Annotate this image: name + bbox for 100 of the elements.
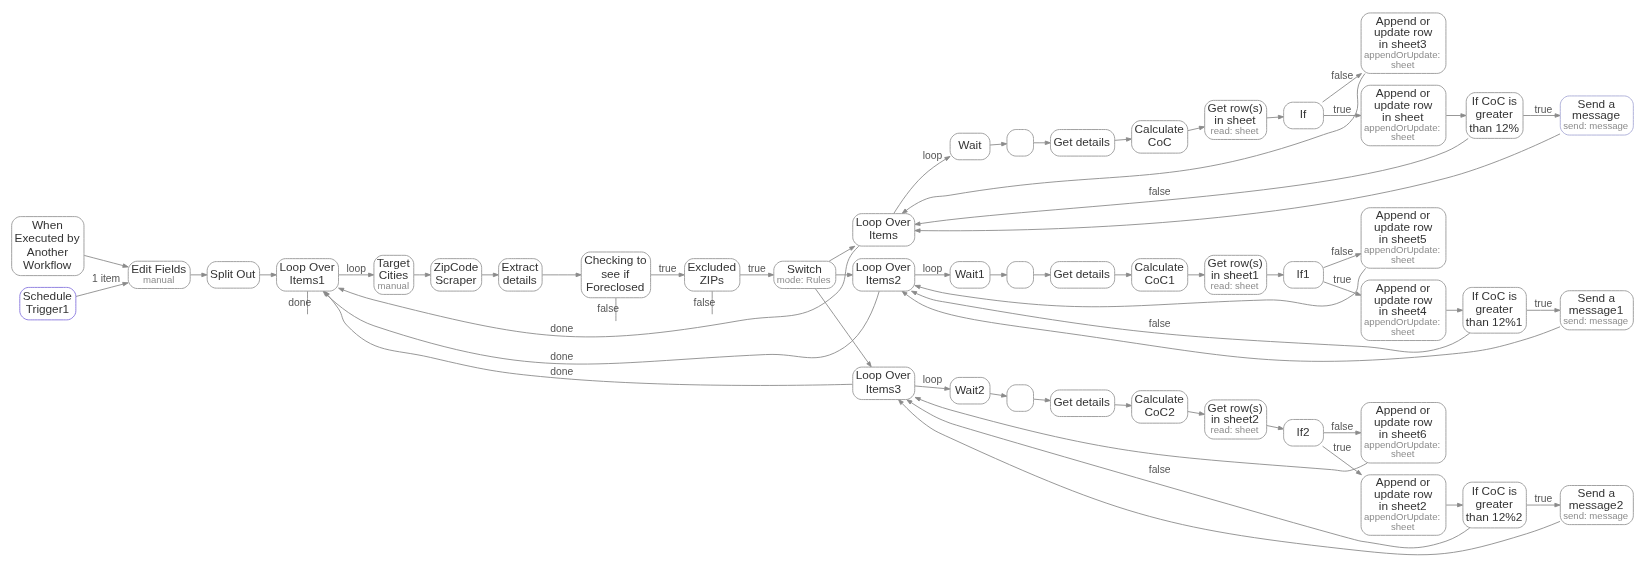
node-box: Append or update row in sheet3 appendOrUpdate: sheet xyxy=(1360,11,1447,74)
arrow xyxy=(1187,410,1206,416)
edge-label: true xyxy=(658,262,677,274)
node-box: Loop Over Items2 xyxy=(852,257,916,292)
node-box: Schedule Trigger1 xyxy=(19,286,77,320)
node-box xyxy=(1006,260,1034,289)
node-box: Append or update row in sheet appendOrUpdate: sheet xyxy=(1360,84,1447,146)
arrow xyxy=(1445,307,1464,313)
arrow xyxy=(1266,424,1285,430)
node-box: Excluded ZIPs xyxy=(684,257,741,292)
arrow xyxy=(1266,272,1285,277)
node-box: If2 xyxy=(1283,418,1324,446)
node-box: Append or update row in sheet6 appendOrUpdate: sheet xyxy=(1360,401,1447,463)
arrow xyxy=(989,141,1008,146)
arrow xyxy=(1266,114,1285,119)
arrow xyxy=(541,272,582,277)
edge-label: false xyxy=(1148,185,1171,197)
arrow xyxy=(901,290,1561,362)
node-box: Append or update row in sheet5 appendOrUpdate: sheet xyxy=(1360,206,1447,269)
node-box: ZipCode Scraper xyxy=(430,257,483,292)
node-box xyxy=(1006,128,1034,157)
node-box: Loop Over Items1 xyxy=(276,257,339,292)
arrow xyxy=(739,272,775,277)
edge-label: true xyxy=(1333,103,1352,115)
node-box: When Executed by Another Workflow xyxy=(11,215,85,276)
connector xyxy=(307,290,308,315)
node-box: Extract details xyxy=(498,257,543,292)
edge-label: done xyxy=(550,350,574,362)
arrow xyxy=(835,272,854,277)
arrow xyxy=(1525,502,1561,507)
arrow xyxy=(1114,272,1133,277)
arrow xyxy=(1033,397,1051,402)
edge-label: false xyxy=(1148,463,1171,475)
node-box: Get details xyxy=(1050,128,1116,157)
edge-label: loop xyxy=(346,262,366,274)
arrow xyxy=(989,392,1008,398)
arrow xyxy=(650,272,685,277)
arrow xyxy=(1322,72,1362,103)
arrow xyxy=(901,72,1366,214)
node-box: Send a message2 send: message xyxy=(1559,484,1634,525)
node-box: Calculate CoC1 xyxy=(1131,257,1189,292)
arrow xyxy=(893,155,951,214)
node-box: Calculate CoC xyxy=(1131,119,1189,154)
node-box: If CoC is greater than 12%2 xyxy=(1462,481,1527,528)
arrow xyxy=(413,272,431,277)
edge-label: false xyxy=(1148,317,1171,329)
node-box: Edit Fields manual xyxy=(127,260,191,289)
arrow xyxy=(814,287,872,367)
node-box: Loop Over Items3 xyxy=(852,366,916,400)
node-box: Append or update row in sheet4 appendOrUpdate: sheet xyxy=(1360,279,1447,341)
arrow xyxy=(189,272,208,277)
arrow xyxy=(1033,140,1051,145)
arrow xyxy=(1187,272,1206,277)
edge-label: false xyxy=(1331,245,1354,257)
edge-label: loop xyxy=(922,149,943,161)
node-box: If xyxy=(1283,101,1324,129)
arrow xyxy=(338,245,860,337)
arrow xyxy=(914,137,1469,226)
node-box: Split Out xyxy=(206,260,261,289)
node-box: Checking to see if Foreclosed xyxy=(580,251,652,298)
node-box: Wait xyxy=(949,132,991,160)
arrow xyxy=(1323,112,1362,118)
edge-label: true xyxy=(1534,492,1553,504)
connector xyxy=(615,296,617,321)
arrow xyxy=(75,281,129,297)
arrow xyxy=(1187,125,1206,131)
node-box: Wait2 xyxy=(949,376,991,404)
edge-label: true xyxy=(1333,273,1352,285)
node-box: Get details xyxy=(1050,388,1116,417)
arrow xyxy=(83,254,129,268)
arrow xyxy=(914,385,951,391)
edge-label: true xyxy=(747,262,766,274)
node-box: Loop Over Items xyxy=(852,212,916,247)
edge-label: done xyxy=(550,322,574,334)
node-box: Append or update row in sheet2 appendOrUpdate: sheet xyxy=(1360,473,1447,536)
node-box: If CoC is greater than 12%1 xyxy=(1462,286,1527,334)
edge-label: true xyxy=(1534,103,1553,115)
arrow xyxy=(481,272,499,277)
arrow xyxy=(828,245,856,262)
node-box: Send a message send: message xyxy=(1559,94,1634,136)
node-box: Calculate CoC2 xyxy=(1131,389,1189,424)
edge-label: done xyxy=(550,365,574,377)
node-box: Get row(s) in sheet read: sheet xyxy=(1204,99,1268,140)
node-box: If CoC is greater than 12% xyxy=(1465,91,1524,139)
arrow xyxy=(914,272,951,277)
node-box: Get details xyxy=(1050,260,1116,289)
arrow xyxy=(1522,112,1561,118)
arrow xyxy=(1033,272,1051,277)
edge-label: done xyxy=(288,296,312,307)
node-box: Switch mode: Rules xyxy=(773,260,837,289)
node-box xyxy=(1006,383,1034,412)
edge-label: true xyxy=(1333,441,1352,453)
edge-label: 1 item xyxy=(92,272,121,284)
arrow xyxy=(989,272,1008,277)
node-box: Get row(s) in sheet1 read: sheet xyxy=(1204,254,1268,295)
node-box: Get row(s) in sheet2 read: sheet xyxy=(1204,398,1268,439)
arrow xyxy=(1323,252,1362,268)
edge-label: loop xyxy=(922,373,943,385)
arrow xyxy=(1525,307,1561,313)
arrow xyxy=(259,272,277,277)
